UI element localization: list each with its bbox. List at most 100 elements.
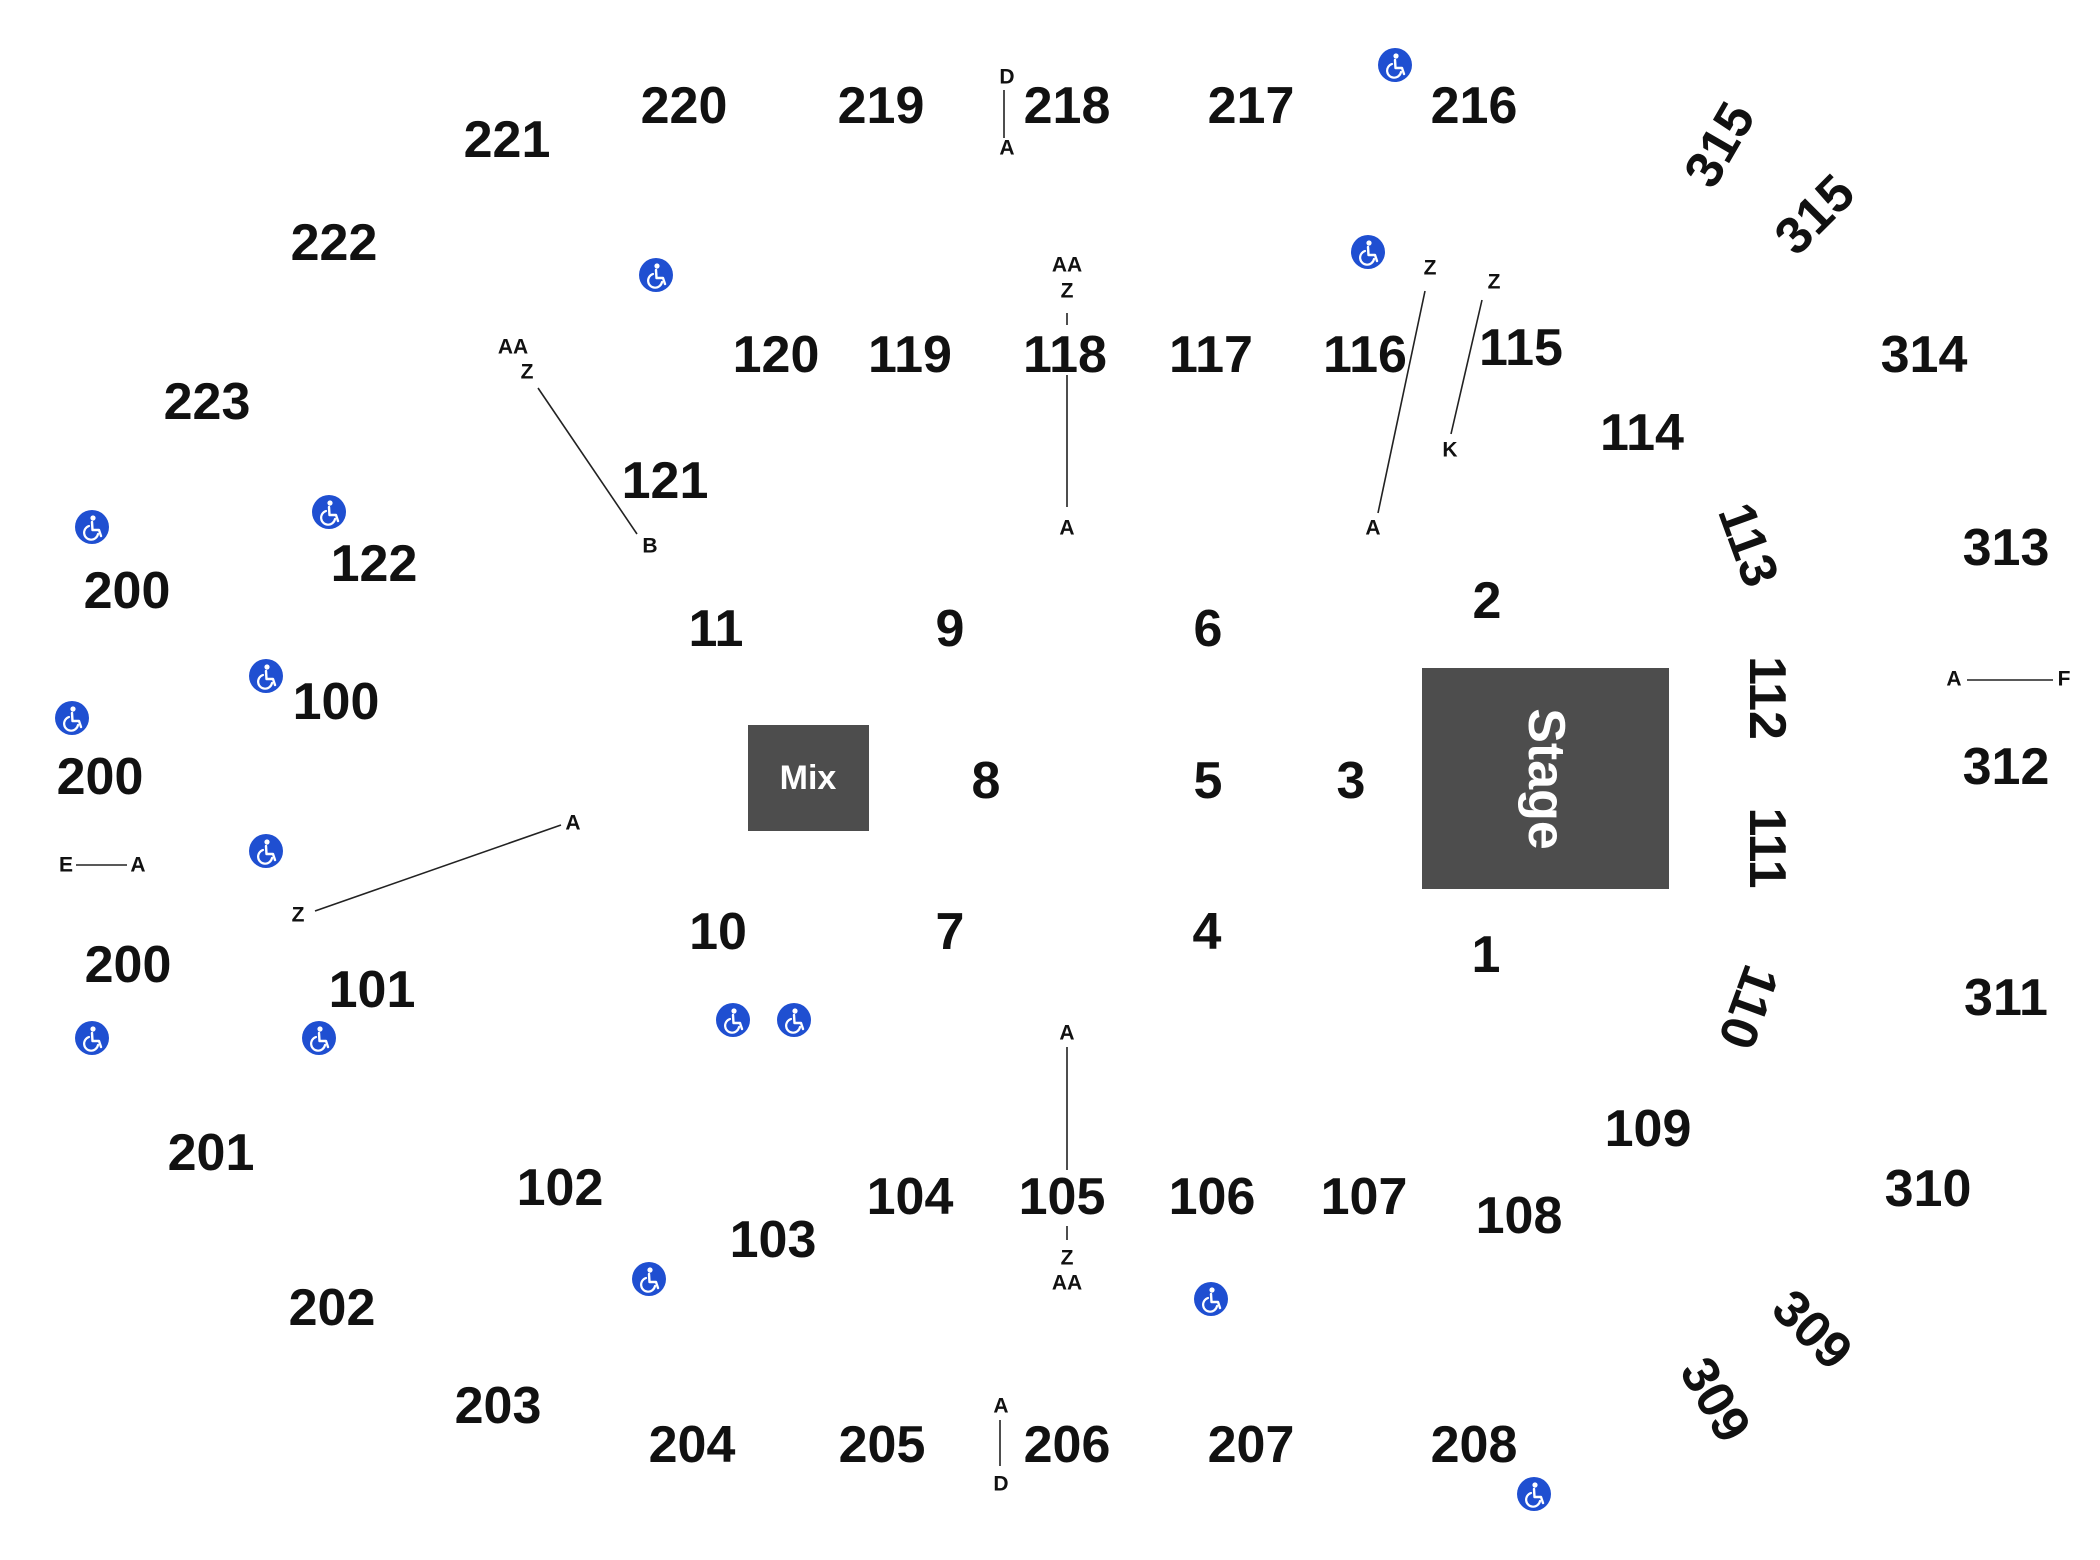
section-200[interactable]: 200	[84, 562, 171, 620]
floor-section-9[interactable]: 9	[936, 600, 965, 658]
row-label: AA	[498, 336, 528, 359]
section-122[interactable]: 122	[331, 535, 418, 593]
section-113[interactable]: 113	[1706, 496, 1789, 595]
section-114[interactable]: 114	[1600, 404, 1684, 462]
section-200[interactable]: 200	[57, 748, 144, 806]
row-label: A	[1059, 1022, 1074, 1045]
row-label: A	[1946, 668, 1961, 691]
row-line-115	[1450, 299, 1483, 435]
floor-section-5[interactable]: 5	[1194, 752, 1223, 810]
section-200[interactable]: 200	[85, 936, 172, 994]
wheelchair-icon	[637, 256, 675, 294]
mix-label: Mix	[780, 759, 837, 797]
section-206[interactable]: 206	[1024, 1416, 1111, 1474]
row-label: Z	[1061, 280, 1074, 303]
row-label: Z	[1424, 257, 1437, 280]
section-222[interactable]: 222	[291, 214, 378, 272]
row-line-121	[537, 387, 638, 535]
section-116[interactable]: 116	[1323, 326, 1407, 384]
row-line-116	[1377, 290, 1426, 514]
row-label: A	[1365, 517, 1380, 540]
section-219[interactable]: 219	[838, 77, 925, 135]
section-201[interactable]: 201	[168, 1124, 255, 1182]
section-117[interactable]: 117	[1169, 326, 1253, 384]
section-111[interactable]: 111	[1738, 807, 1796, 888]
section-100[interactable]: 100	[293, 673, 380, 731]
wheelchair-icon	[1192, 1280, 1230, 1318]
section-310[interactable]: 310	[1885, 1160, 1972, 1218]
section-223[interactable]: 223	[164, 373, 251, 431]
section-314[interactable]: 314	[1881, 326, 1968, 384]
section-205[interactable]: 205	[839, 1416, 926, 1474]
wheelchair-icon	[247, 832, 285, 870]
row-label: A	[130, 854, 145, 877]
section-119[interactable]: 119	[868, 326, 952, 384]
section-105[interactable]: 105	[1019, 1168, 1106, 1226]
wheelchair-icon	[310, 493, 348, 531]
floor-section-1[interactable]: 1	[1472, 926, 1501, 984]
row-label: E	[59, 854, 73, 877]
section-121[interactable]: 121	[622, 452, 709, 510]
section-107[interactable]: 107	[1321, 1168, 1408, 1226]
section-106[interactable]: 106	[1169, 1168, 1256, 1226]
floor-section-7[interactable]: 7	[936, 903, 965, 961]
section-112[interactable]: 112	[1738, 656, 1796, 740]
section-115[interactable]: 115	[1479, 319, 1563, 377]
row-label: Z	[292, 904, 305, 927]
floor-section-3[interactable]: 3	[1337, 752, 1366, 810]
floor-section-8[interactable]: 8	[972, 752, 1001, 810]
floor-section-11[interactable]: 11	[689, 600, 744, 658]
section-203[interactable]: 203	[455, 1377, 542, 1435]
section-202[interactable]: 202	[289, 1279, 376, 1337]
section-220[interactable]: 220	[641, 77, 728, 135]
section-109[interactable]: 109	[1605, 1100, 1692, 1158]
row-label: A	[993, 1395, 1008, 1418]
wheelchair-icon	[714, 1001, 752, 1039]
section-104[interactable]: 104	[867, 1168, 954, 1226]
row-label: A	[999, 137, 1014, 160]
section-118[interactable]: 118	[1023, 326, 1107, 384]
row-label: D	[999, 66, 1014, 89]
section-208[interactable]: 208	[1431, 1416, 1518, 1474]
section-217[interactable]: 217	[1208, 77, 1295, 135]
section-120[interactable]: 120	[733, 326, 820, 384]
section-309[interactable]: 309	[1761, 1279, 1863, 1381]
section-313[interactable]: 313	[1963, 519, 2050, 577]
section-204[interactable]: 204	[649, 1416, 736, 1474]
row-label: A	[565, 812, 580, 835]
section-315[interactable]: 315	[1764, 164, 1866, 266]
row-label: Z	[521, 361, 534, 384]
section-218[interactable]: 218	[1024, 77, 1111, 135]
section-102[interactable]: 102	[517, 1159, 604, 1217]
row-label: B	[642, 535, 657, 558]
row-label: F	[2058, 668, 2071, 691]
row-label: A	[1059, 517, 1074, 540]
section-108[interactable]: 108	[1476, 1187, 1563, 1245]
section-221[interactable]: 221	[464, 111, 551, 169]
floor-section-10[interactable]: 10	[689, 903, 747, 961]
row-label: Z	[1488, 271, 1501, 294]
section-309[interactable]: 309	[1668, 1348, 1762, 1452]
wheelchair-icon	[73, 508, 111, 546]
section-311[interactable]: 311	[1964, 969, 2048, 1027]
section-101[interactable]: 101	[329, 961, 416, 1019]
section-110[interactable]: 110	[1706, 958, 1789, 1057]
wheelchair-icon	[630, 1260, 668, 1298]
section-216[interactable]: 216	[1431, 77, 1518, 135]
floor-section-6[interactable]: 6	[1194, 600, 1223, 658]
wheelchair-icon	[1515, 1475, 1553, 1513]
row-label: AA	[1052, 254, 1082, 277]
section-315[interactable]: 315	[1673, 93, 1767, 197]
wheelchair-icon	[1349, 233, 1387, 271]
stage-block	[1422, 668, 1669, 889]
row-line-101	[314, 824, 562, 912]
wheelchair-icon	[300, 1019, 338, 1057]
wheelchair-icon	[53, 699, 91, 737]
section-312[interactable]: 312	[1963, 738, 2050, 796]
section-103[interactable]: 103	[730, 1211, 817, 1269]
floor-section-4[interactable]: 4	[1193, 903, 1222, 961]
section-207[interactable]: 207	[1208, 1416, 1295, 1474]
row-label: D	[993, 1473, 1008, 1496]
floor-section-2[interactable]: 2	[1473, 572, 1502, 630]
